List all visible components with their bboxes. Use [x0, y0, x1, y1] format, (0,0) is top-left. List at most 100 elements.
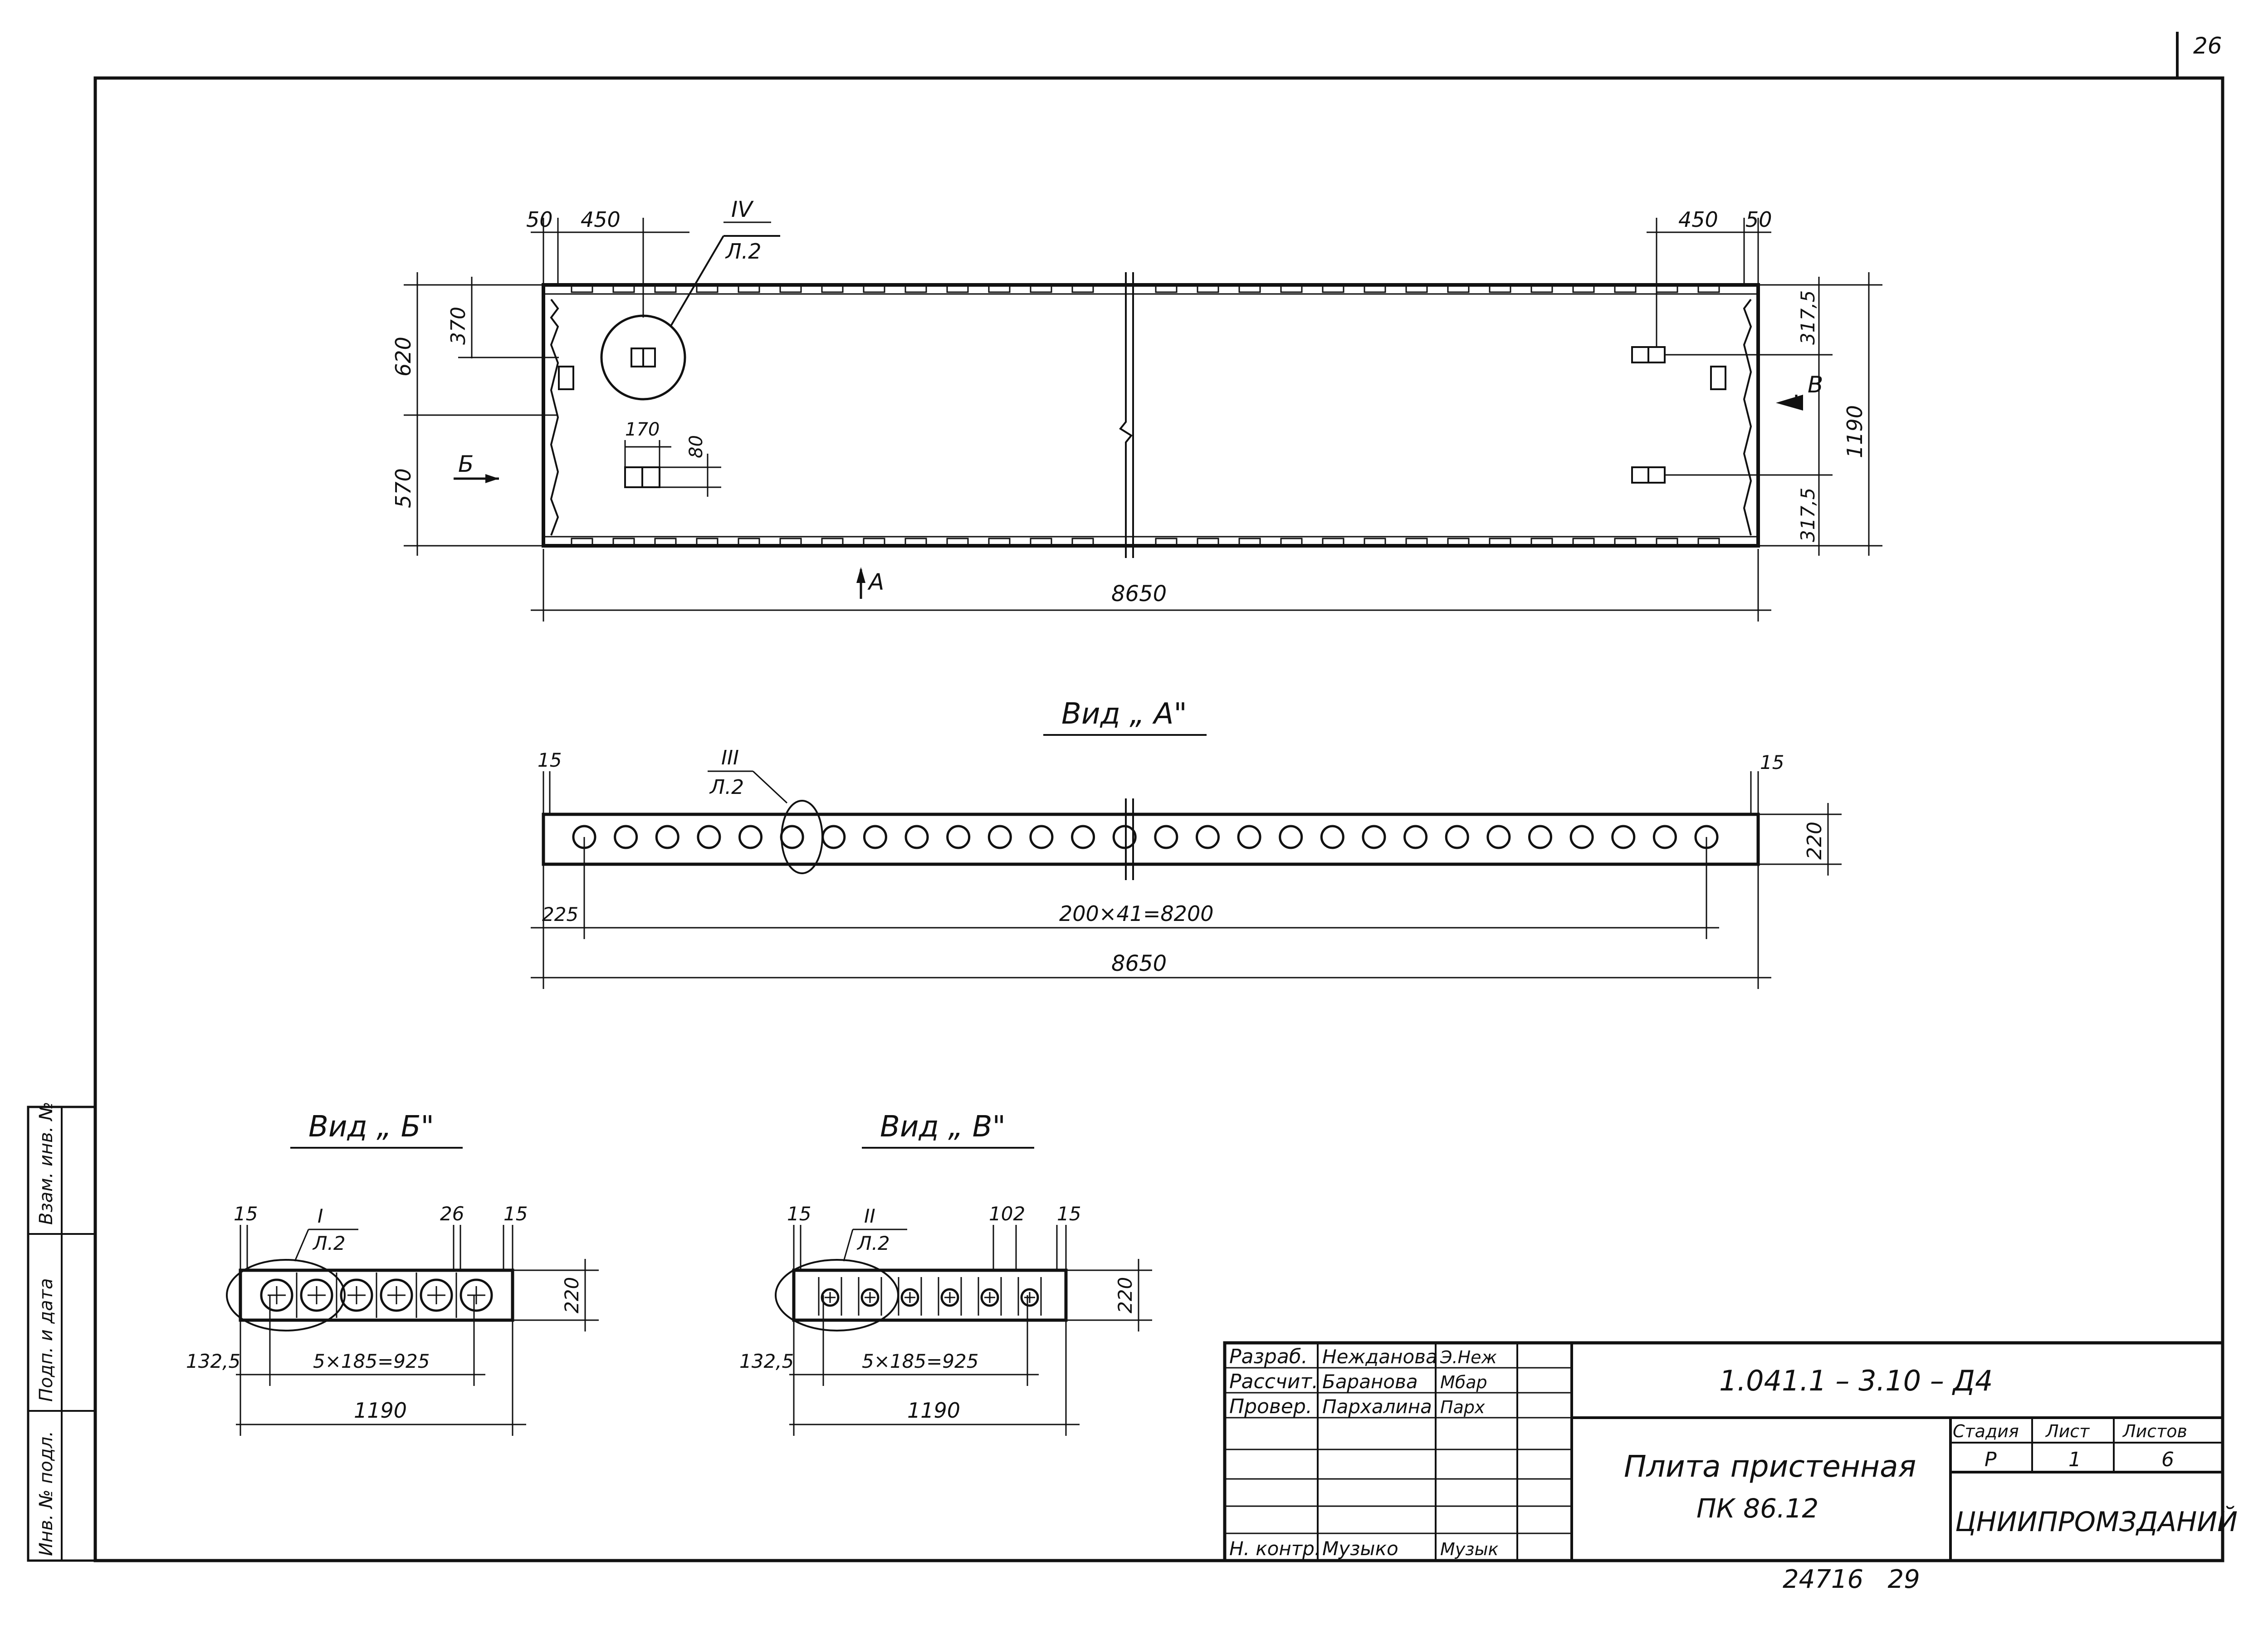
view-v-hole: [860, 1288, 880, 1307]
left-stamp: Взам. инв. № Подп. и дата Инв. № подл.: [27, 1101, 97, 1562]
title-block: Разраб. Нежданова Э.Неж Рассчит. Баранов…: [1223, 1341, 2238, 1562]
view-a-hole: [1611, 825, 1636, 849]
tb-row1-sign: Э.Неж: [1440, 1347, 1497, 1367]
view-a-dim-15-left: 15: [538, 749, 562, 771]
arrow-a-label: А: [867, 569, 884, 595]
plan-key-mark: [571, 285, 593, 293]
view-a-hole: [946, 825, 971, 849]
view-b: Вид „ Б" I Л.2 15 26 15 220 132,5 5×185=…: [186, 1110, 599, 1436]
view-a-hole: [1362, 825, 1386, 849]
tb-sheets-header: Листов: [2122, 1421, 2187, 1441]
plan-key-mark: [1280, 285, 1303, 293]
dim-plan-50-right: 50: [1745, 207, 1772, 232]
view-a-hole: [1154, 825, 1178, 849]
view-a-dim-pitch: 200×41=8200: [1059, 901, 1214, 926]
view-b-hole: [420, 1278, 453, 1312]
view-a-hole: [1652, 825, 1677, 849]
tb-sheet-value: 1: [2068, 1448, 2081, 1471]
dim-plan-50-left: 50: [526, 207, 553, 232]
plan-key-mark: [779, 538, 802, 546]
plan-key-mark: [1238, 538, 1261, 546]
view-v-dim-1190: 1190: [907, 1398, 960, 1423]
plan-key-mark: [1489, 285, 1511, 293]
view-a-hole: [1569, 825, 1594, 849]
view-a-hole: [1486, 825, 1511, 849]
dim-plan-570: 570: [391, 468, 415, 508]
plan-key-mark: [1656, 538, 1678, 546]
plan-key-mark: [1155, 285, 1178, 293]
tb-nkontr-sign: Музык: [1440, 1539, 1498, 1559]
view-a-hole: [1445, 825, 1469, 849]
plan-key-mark: [696, 538, 719, 546]
tb-title-line2: ПК 86.12: [1696, 1493, 1818, 1524]
dim-plan-8650: 8650: [1111, 581, 1167, 607]
view-b-callout-sheet: Л.2: [312, 1232, 346, 1254]
plan-key-mark: [946, 285, 969, 293]
view-a-callout-ellipse: [781, 800, 823, 874]
view-b-hole: [300, 1278, 333, 1312]
view-b-hole: [380, 1278, 413, 1312]
plan-key-mark: [1614, 285, 1637, 293]
sheet-number: 26: [2193, 33, 2222, 59]
plan-key-mark: [946, 538, 969, 546]
view-v-hole: [900, 1288, 919, 1307]
plan-key-mark: [1155, 538, 1178, 546]
view-v-dim-15-left: 15: [787, 1203, 811, 1225]
view-b-dim-15-left: 15: [234, 1203, 258, 1225]
plan-key-mark: [1530, 285, 1553, 293]
plan-key-mark: [1322, 285, 1344, 293]
plan-key-mark: [1447, 285, 1470, 293]
view-b-title: Вид „ Б": [308, 1110, 434, 1144]
dim-plan-370: 370: [447, 307, 470, 345]
slab-plan-outline: [542, 283, 1760, 548]
plan-key-mark: [1030, 538, 1052, 546]
tb-sheet-header: Лист: [2045, 1421, 2090, 1441]
view-b-callout-ellipse: [226, 1259, 346, 1331]
view-a-hole: [780, 825, 804, 849]
sheet-frame: 26: [93, 32, 2224, 1562]
plan-key-mark: [1656, 285, 1678, 293]
plan-key-mark: [863, 285, 885, 293]
view-a-title: Вид „ А": [1061, 697, 1187, 731]
view-v-dim-1325: 132,5: [739, 1350, 794, 1372]
plan-key-mark: [738, 285, 760, 293]
view-v-hole: [1020, 1288, 1039, 1307]
plan-key-mark: [1364, 285, 1386, 293]
dim-plan-1190: 1190: [1843, 405, 1867, 458]
view-a-dim-220: 220: [1803, 822, 1826, 860]
plan-view: IV Л.2 50 450 450 50 620 370 570 170: [391, 197, 1882, 622]
dim-plan-3175-bot: 317,5: [1797, 488, 1819, 542]
view-a-hole: [1071, 825, 1095, 849]
view-v-outline: [792, 1268, 1068, 1322]
view-a-holes: [572, 825, 1719, 849]
stamp-cell-2: Подп. и дата: [36, 1278, 57, 1402]
dim-plan-620: 620: [391, 337, 415, 377]
view-a-hole: [738, 825, 763, 849]
view-a-outline: [542, 813, 1760, 866]
plan-key-mark: [821, 538, 844, 546]
view-a-hole: [904, 825, 929, 849]
tb-nkontr-role: Н. контр.: [1229, 1537, 1320, 1560]
plan-key-mark: [612, 285, 635, 293]
view-a-hole: [1112, 825, 1137, 849]
plan-key-mark: [696, 285, 719, 293]
plan-key-mark: [654, 538, 677, 546]
view-v-hole: [821, 1288, 840, 1307]
plan-key-mark: [1280, 538, 1303, 546]
plan-key-mark: [1197, 538, 1219, 546]
plan-key-mark: [904, 538, 927, 546]
view-b-outline: [239, 1268, 514, 1322]
plan-key-mark: [1238, 285, 1261, 293]
plan-key-mark: [1489, 538, 1511, 546]
view-b-hole: [260, 1278, 293, 1312]
tb-row3-sign: Парх: [1440, 1397, 1485, 1417]
view-a-dim-15-right: 15: [1760, 751, 1784, 773]
plan-key-mark: [738, 538, 760, 546]
plan-key-mark: [1572, 285, 1595, 293]
tb-sheets-value: 6: [2161, 1448, 2174, 1471]
plan-key-mark: [988, 538, 1011, 546]
view-v-hole: [940, 1288, 959, 1307]
view-v: Вид „ В" II Л.2 15 102 15 220 132,5 5×18…: [739, 1110, 1152, 1436]
view-a-hole: [1029, 825, 1054, 849]
